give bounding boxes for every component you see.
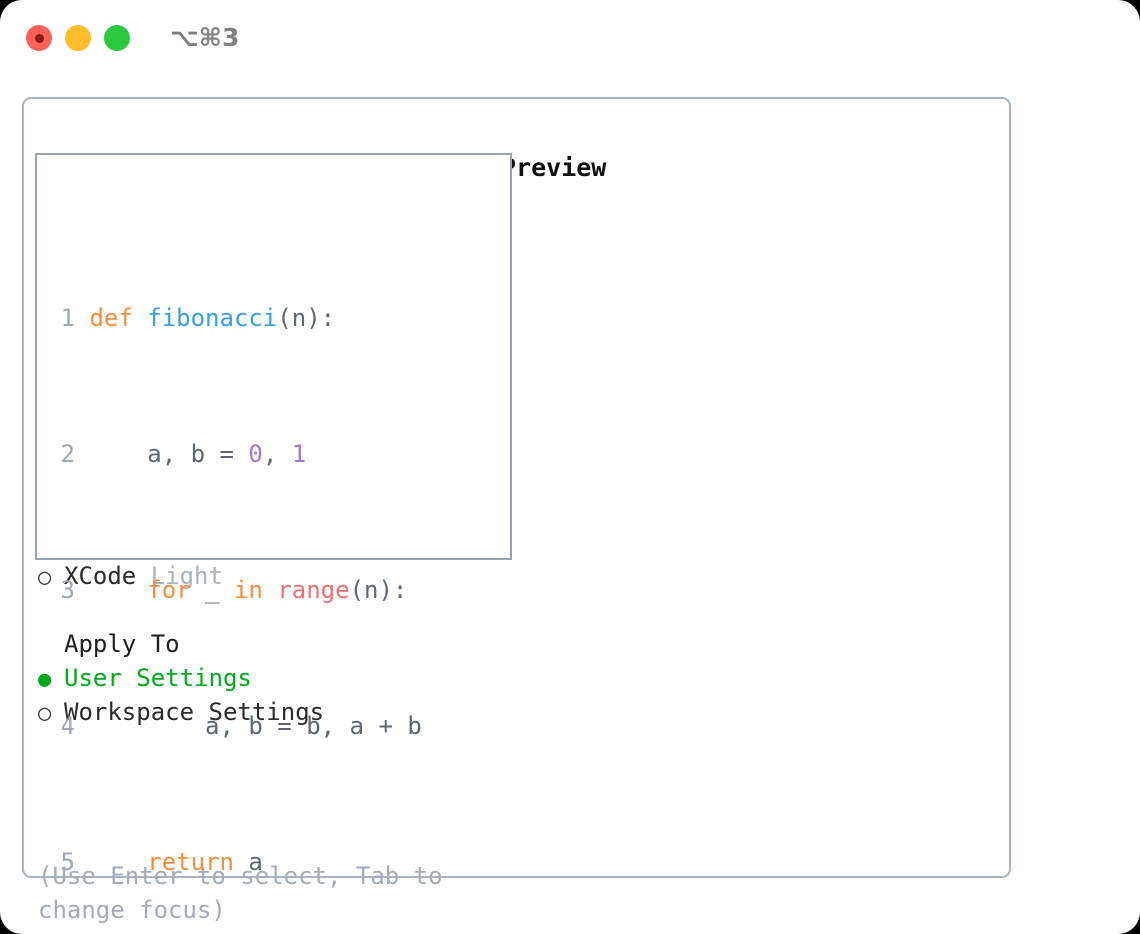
apply-to-header: >Apply To	[38, 627, 478, 661]
keyboard-shortcut-label: ⌥⌘3	[170, 23, 240, 52]
code-token-plain	[89, 576, 147, 604]
maximize-button[interactable]	[104, 25, 130, 51]
code-token-keyword: for	[147, 576, 191, 604]
code-token-plain: ,	[262, 440, 292, 468]
theme-variant-label: Light	[150, 562, 223, 590]
code-token-keyword: in	[233, 576, 263, 604]
code-token-number: 1	[291, 440, 307, 468]
preview-box: 1 def fibonacci(n): 2 a, b = 0, 1 3 for …	[35, 153, 512, 876]
close-button[interactable]	[26, 25, 52, 51]
code-token-plain: a, b = b, a + b	[89, 712, 422, 740]
code-line: 4 a, b = b, a + b	[49, 709, 451, 743]
preview-title: Preview	[501, 153, 607, 182]
code-token-plain: (n):	[277, 304, 336, 332]
theme-item-xcode[interactable]: ○ XCode Light	[38, 559, 478, 593]
code-token-plain: (n):	[349, 576, 408, 604]
code-line: 2 a, b = 0, 1	[49, 437, 451, 471]
code-token-keyword: def	[89, 304, 148, 332]
line-number: 2	[60, 440, 75, 468]
title-bar: ⌥⌘3	[0, 0, 1140, 78]
apply-to-user-settings[interactable]: ● User Settings	[38, 661, 478, 695]
code-token-number: 0	[248, 440, 263, 468]
keyboard-hint-text: (Use Enter to select, Tab to change focu…	[38, 862, 443, 924]
apply-to-title: Apply To	[64, 630, 180, 658]
main-panel: >Select Theme ○ANSI Dark ○Atom One Dark …	[22, 97, 1011, 924]
line-number: 4	[60, 712, 75, 740]
code-token-plain	[89, 848, 147, 876]
theme-name: XCode	[64, 562, 137, 590]
code-line: 1 def fibonacci(n):	[49, 301, 451, 335]
code-token-plain	[263, 576, 277, 604]
code-token-plain: a, b =	[89, 440, 249, 468]
apply-to-workspace-settings[interactable]: ○ Workspace Settings	[38, 695, 478, 729]
radio-selected-icon: ●	[38, 667, 52, 692]
code-token-plain: a	[233, 848, 263, 876]
code-sample: 1 def fibonacci(n): 2 a, b = 0, 1 3 for …	[49, 199, 451, 934]
code-token-function: fibonacci	[147, 304, 278, 332]
apply-to-label: User Settings	[64, 664, 252, 692]
radio-unselected-icon: ○	[38, 701, 52, 726]
code-line: 5 return a	[49, 845, 451, 879]
line-number: 5	[60, 848, 75, 876]
radio-unselected-icon: ○	[38, 565, 52, 590]
line-number: 1	[60, 304, 75, 332]
preview-column: Preview	[501, 151, 606, 185]
code-token-keyword: return	[147, 848, 234, 876]
apply-to-label: Workspace Settings	[64, 698, 325, 726]
code-token-plain: _	[190, 576, 234, 604]
code-token-builtin: range	[277, 576, 350, 604]
code-line: 3 for _ in range(n):	[49, 573, 451, 607]
line-number: 3	[60, 576, 75, 604]
window-controls	[26, 25, 130, 51]
minimize-button[interactable]	[65, 25, 91, 51]
